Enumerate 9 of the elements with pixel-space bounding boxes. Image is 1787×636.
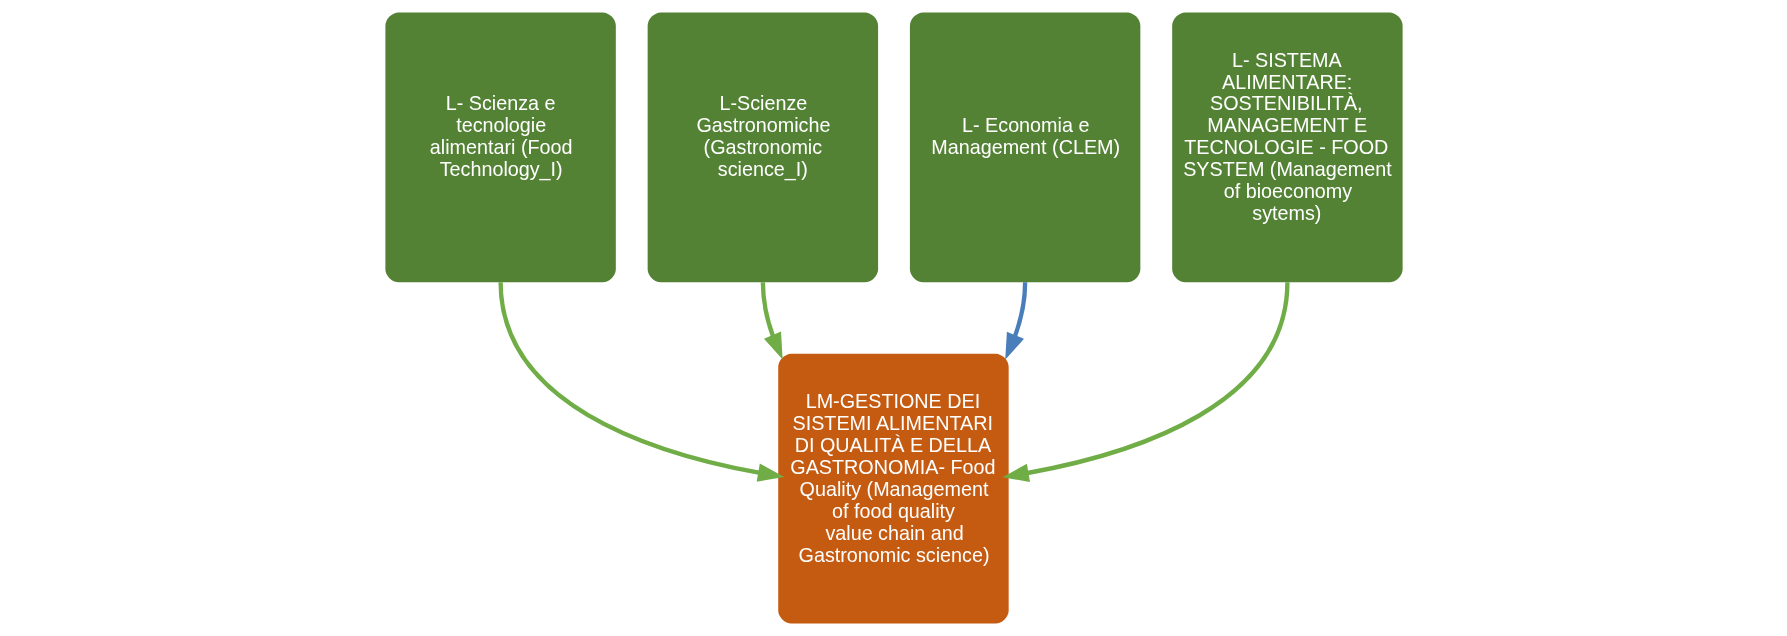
- node-box: L- Scienza e tecnologie alimentari (Food Technology_I): [384, 12, 616, 283]
- arrow: [760, 282, 783, 360]
- arrow: [1001, 282, 1290, 482]
- node-box: L- SISTEMA ALIMENTARE: SOSTENIBILITÀ, MANAGEMENT E TECNOLOGIE - FOOD SYSTEM (Management of bioeconomy sytems): [1171, 12, 1403, 283]
- arrow: [497, 282, 784, 482]
- node-box: L- Economia e Management (CLEM): [909, 12, 1140, 283]
- node-box: LM-GESTIONE DEI SISTEMI ALIMENTARI DI QUALITÀ E DELLA GASTRONOMIA- Food Quality (Management of food quality value chain and Gastronomic science): [777, 353, 1009, 624]
- arrow: [1004, 282, 1027, 360]
- node-box: L-Scienze Gastronomiche (Gastronomic science_I): [647, 12, 878, 283]
